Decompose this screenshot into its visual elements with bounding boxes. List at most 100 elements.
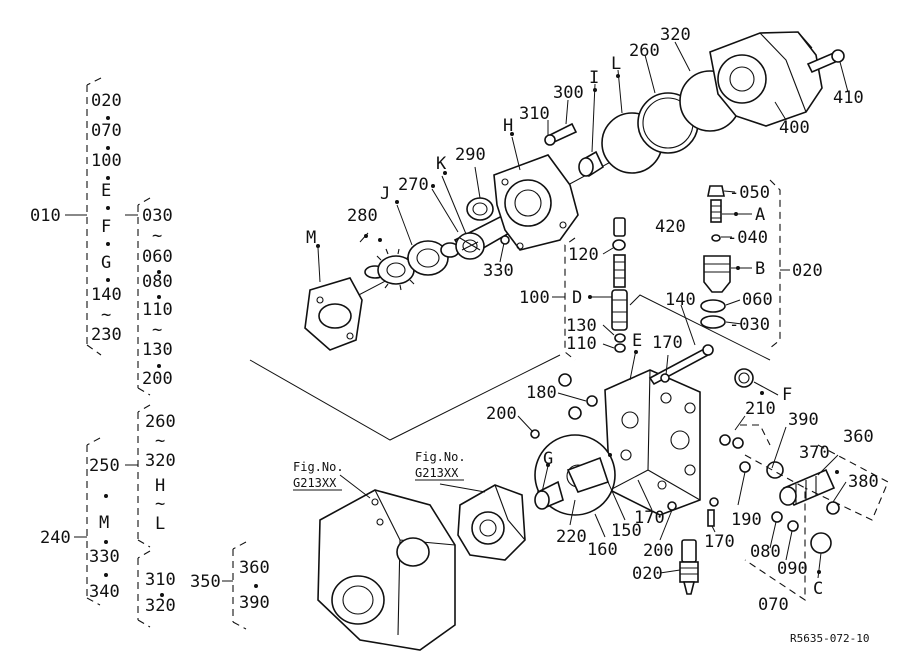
drawing-code: R5635-072-10 xyxy=(790,632,869,645)
callout-390: 390 xyxy=(788,410,819,430)
leader-lines xyxy=(317,41,849,579)
callout-130: 130 xyxy=(566,316,597,336)
callout-170-b: 170 xyxy=(634,508,665,528)
label-F: F xyxy=(101,217,111,237)
label-240: 240 xyxy=(40,528,71,548)
svg-text:~: ~ xyxy=(152,226,162,246)
callout-labels: M 280 J 270 K 290 H 310 300 I L 260 320 … xyxy=(293,25,879,645)
label-130: 130 xyxy=(142,340,173,360)
label-L: L xyxy=(155,514,165,534)
callout-410: 410 xyxy=(833,88,864,108)
callout-270: 270 xyxy=(398,175,429,195)
label-350: 350 xyxy=(190,572,221,592)
valve-stack-left xyxy=(611,217,628,353)
callout-360: 360 xyxy=(843,427,874,447)
callout-L: L xyxy=(611,54,621,74)
dot-markers xyxy=(316,74,839,574)
callout-110: 110 xyxy=(566,334,597,354)
callout-120: 120 xyxy=(568,245,599,265)
callout-210: 210 xyxy=(745,399,776,419)
callout-G: G xyxy=(543,449,553,469)
motor-400 xyxy=(709,31,823,127)
callout-290: 290 xyxy=(455,145,486,165)
callout-050: -050 xyxy=(729,183,770,203)
label-340: 340 xyxy=(89,582,120,602)
callout-D: D xyxy=(572,288,582,308)
pump-assembly xyxy=(457,484,526,561)
callout-310: 310 xyxy=(519,104,550,124)
gear-280 xyxy=(364,248,418,291)
label-020: 020 xyxy=(91,91,122,111)
callout-170-a: 170 xyxy=(652,333,683,353)
bushing-G-220 xyxy=(534,480,564,510)
small-plugs-190-200-210 xyxy=(530,429,751,527)
svg-text:~: ~ xyxy=(101,305,111,325)
callout-030: -030 xyxy=(729,315,770,335)
label-250: 250 xyxy=(89,456,120,476)
screw-330 xyxy=(500,235,510,245)
svg-text:~: ~ xyxy=(152,320,162,340)
valve-body xyxy=(604,369,701,516)
bushing-I xyxy=(578,150,605,178)
callout-070: 070 xyxy=(758,595,789,615)
label-320-b: 320 xyxy=(145,596,176,616)
callout-280: 280 xyxy=(347,206,378,226)
callout-020-bottom: 020 xyxy=(632,564,663,584)
label-080: 080 xyxy=(142,272,173,292)
label-070: 070 xyxy=(91,121,122,141)
label-330: 330 xyxy=(89,547,120,567)
label-H: H xyxy=(155,476,165,496)
callout-J: J xyxy=(380,184,390,204)
plate-M xyxy=(304,277,363,351)
label-360: 360 xyxy=(239,558,270,578)
callout-200-b: 200 xyxy=(643,541,674,561)
relief-valve-020 xyxy=(679,539,699,595)
callout-370: 370 xyxy=(799,443,830,463)
fig-ref-2-title: Fig.No. xyxy=(415,450,466,464)
callout-040: -040 xyxy=(727,228,768,248)
valve-stack-right xyxy=(700,185,731,329)
callout-180: 180 xyxy=(526,383,557,403)
main-housing xyxy=(317,489,456,651)
callout-H: H xyxy=(503,116,513,136)
label-200: 200 xyxy=(142,369,173,389)
group-brackets-right xyxy=(552,179,889,602)
callout-140: 140 xyxy=(665,290,696,310)
callout-M: M xyxy=(306,228,316,248)
valve-070 xyxy=(766,461,840,554)
callout-170-c: 170 xyxy=(704,532,735,552)
callout-A: A xyxy=(755,205,765,225)
callout-F: F xyxy=(782,385,792,405)
callout-100: 100 xyxy=(519,288,550,308)
bearing-J xyxy=(407,240,449,276)
plug-170-180 xyxy=(558,373,670,420)
callout-B: B xyxy=(755,259,765,279)
label-110: 110 xyxy=(142,300,173,320)
group-labels-left: 010 020 070 100 E F G 140 ~ 230 030 ~ 06… xyxy=(30,91,270,616)
callout-330: 330 xyxy=(483,261,514,281)
callout-020-right: 020 xyxy=(792,261,823,281)
label-310: 310 xyxy=(145,570,176,590)
fig-ref-1-title: Fig.No. xyxy=(293,460,344,474)
label-100: 100 xyxy=(91,151,122,171)
fig-ref-1-number: G213XX xyxy=(293,476,337,490)
callout-080: 080 xyxy=(750,542,781,562)
callout-K: K xyxy=(436,154,447,174)
label-230: 230 xyxy=(91,325,122,345)
callout-420: 420 xyxy=(655,217,686,237)
label-E: E xyxy=(101,181,111,201)
svg-text:~: ~ xyxy=(155,494,165,514)
label-M: M xyxy=(99,513,109,533)
group-brackets-left xyxy=(65,77,247,630)
callout-160: 160 xyxy=(587,540,618,560)
callout-200-a: 200 xyxy=(486,404,517,424)
callout-E: E xyxy=(632,331,642,351)
callout-400: 400 xyxy=(779,118,810,138)
callout-090: 090 xyxy=(777,559,808,579)
callout-320: 320 xyxy=(660,25,691,45)
callout-380: 380 xyxy=(848,472,879,492)
label-140: 140 xyxy=(91,285,122,305)
housing-H xyxy=(493,154,579,251)
